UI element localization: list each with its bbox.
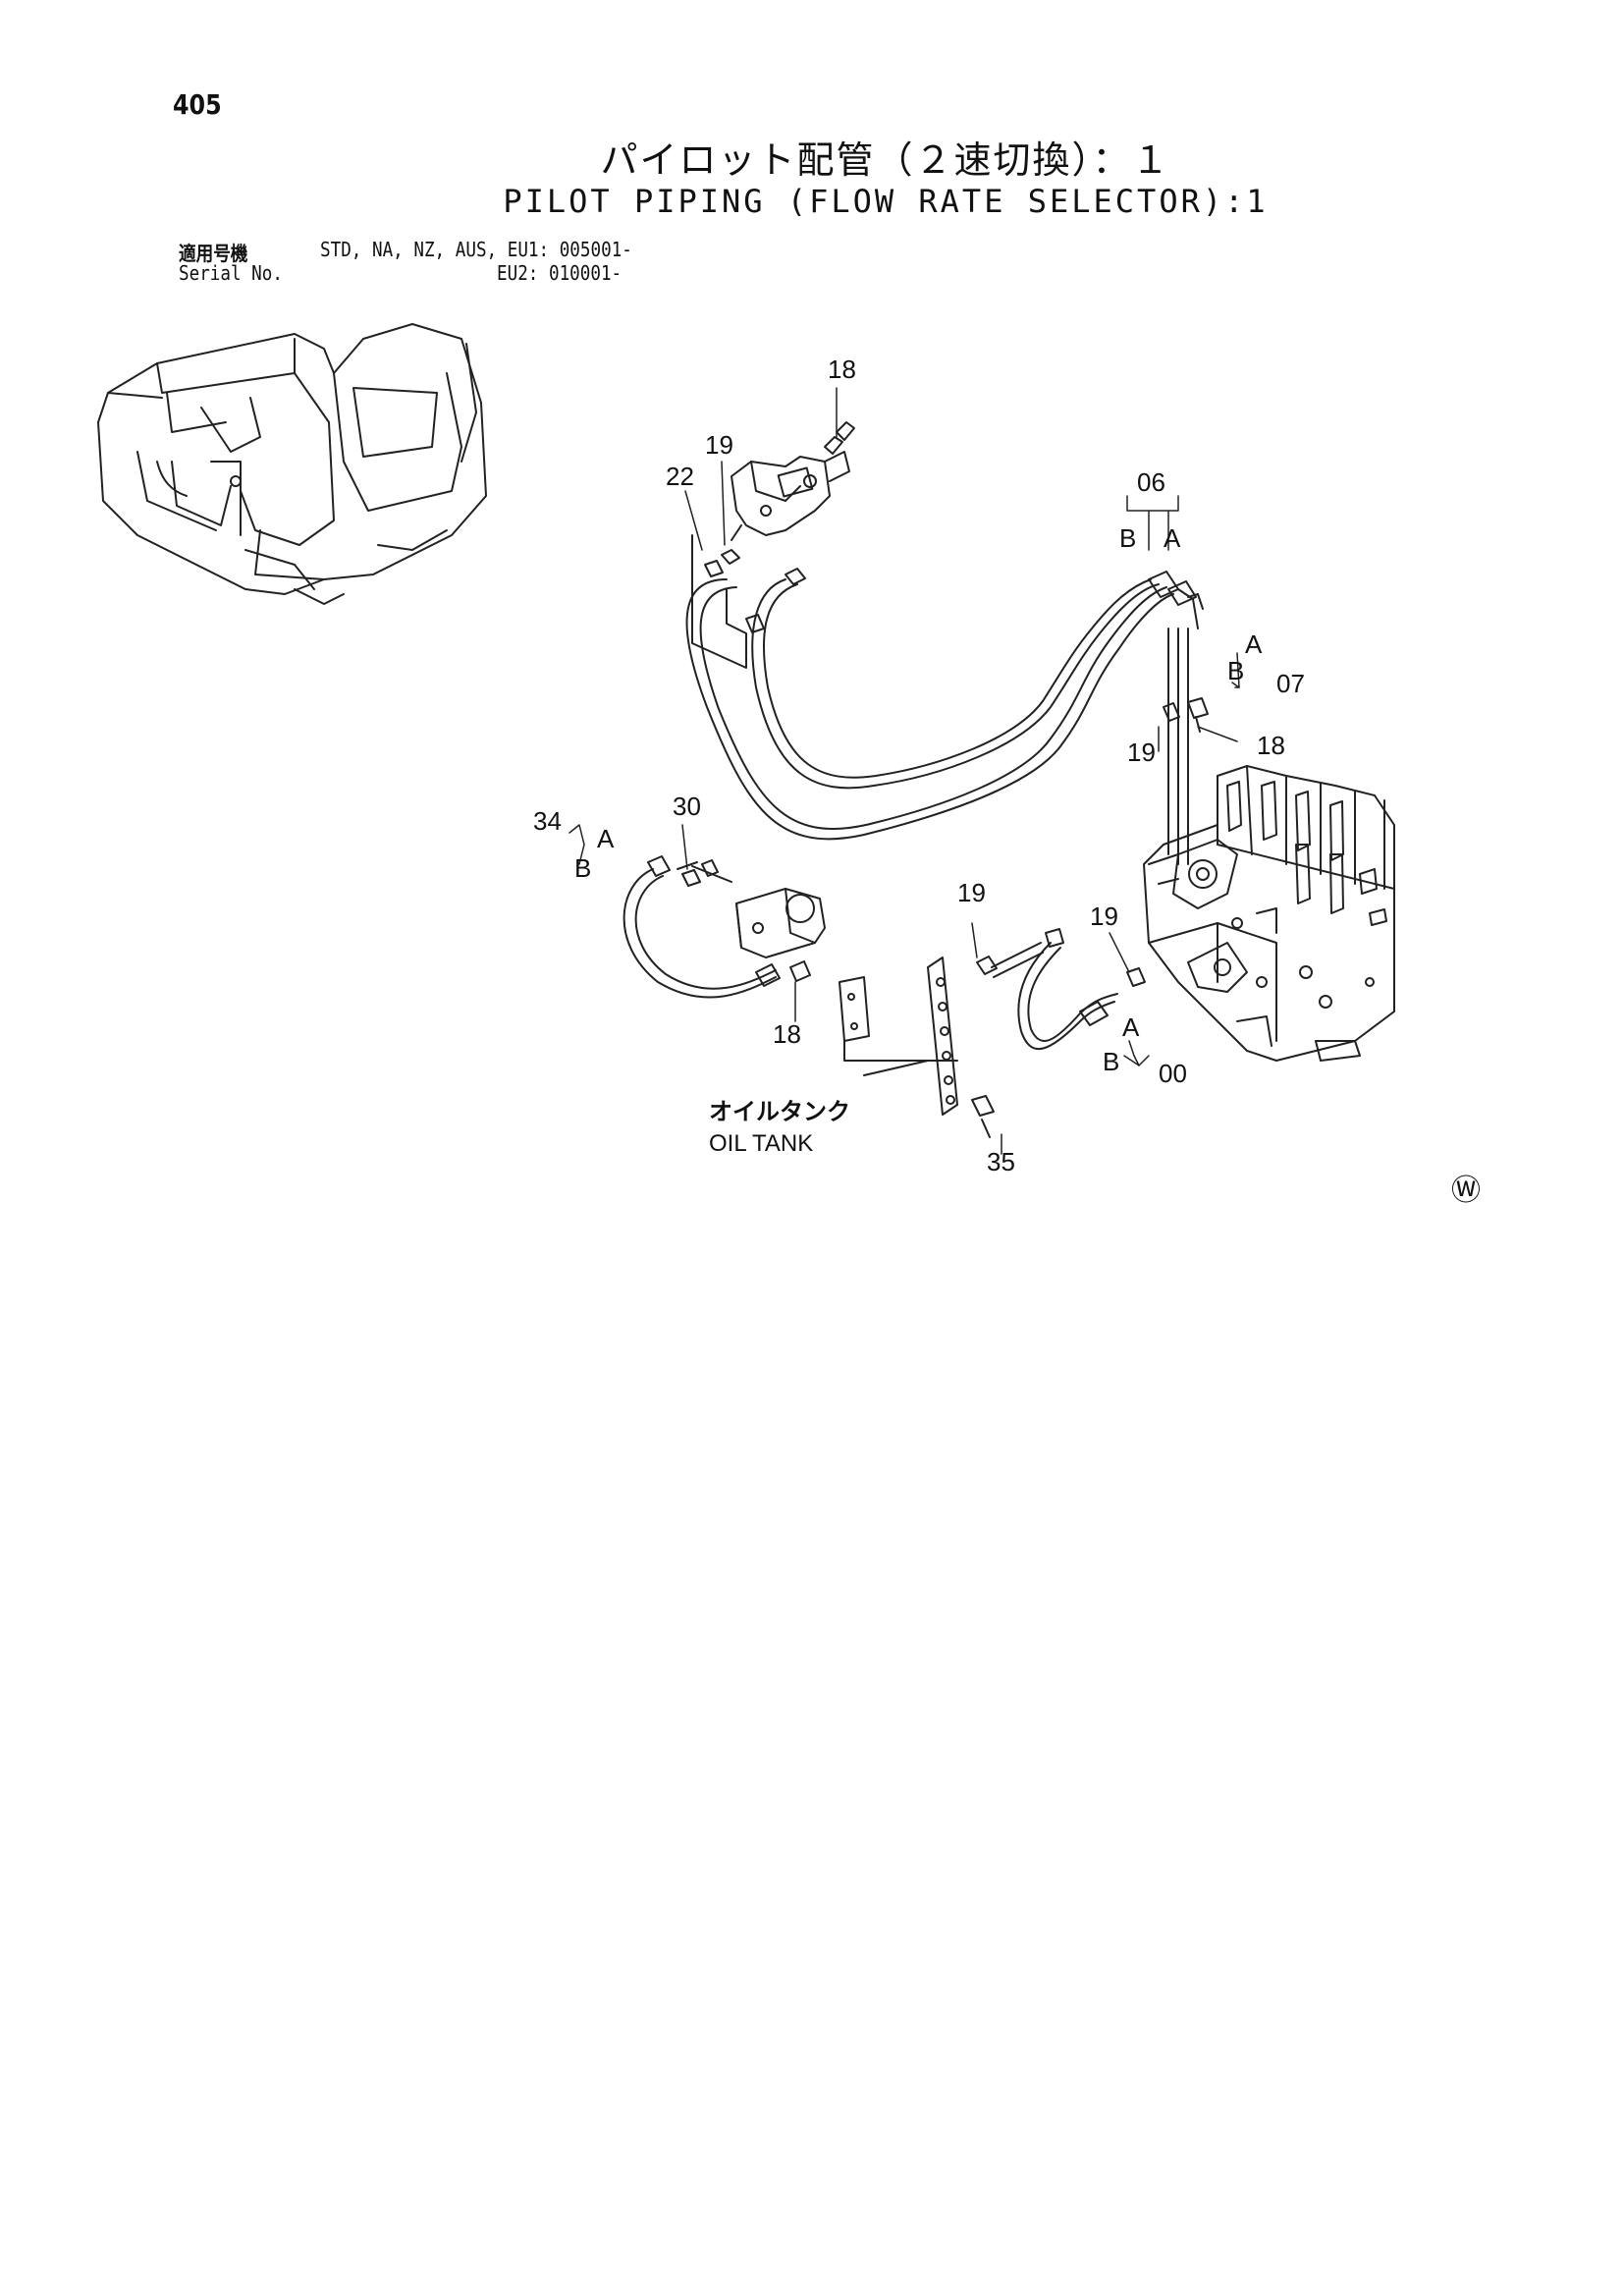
callout-22: 22	[666, 462, 694, 491]
serial-label-en: Serial No.	[179, 261, 283, 285]
watermark-w: Ⓦ	[1451, 1175, 1481, 1207]
fitting-19-low-left	[976, 956, 998, 975]
serial-line-2: EU2: 010001-	[497, 261, 623, 285]
fitting-19-mid	[1163, 702, 1180, 722]
fitting-top-right	[785, 568, 806, 585]
callout-00-A: A	[1122, 1012, 1140, 1042]
callout-19-low-left: 19	[957, 878, 986, 907]
callout-07-A: A	[1245, 629, 1263, 659]
callout-18-mid: 18	[1257, 731, 1285, 760]
oil-tank-label-jp: オイルタンク	[709, 1099, 850, 1125]
callout-00-B: B	[1103, 1047, 1119, 1076]
fitting-22	[704, 560, 724, 577]
callout-35: 35	[987, 1147, 1015, 1176]
fitting-19-low-right	[1126, 967, 1146, 987]
serial-line-1: STD, NA, NZ, AUS, EU1: 005001-	[320, 238, 632, 261]
title-japanese: パイロット配管（２速切換）：１	[600, 138, 1171, 182]
fitting-18-low	[789, 960, 811, 982]
callout-34: 34	[533, 806, 562, 836]
hose-34	[623, 855, 781, 999]
fitting-19-top	[721, 549, 740, 565]
hose-pair-long	[685, 578, 1174, 841]
fitting-35	[971, 1095, 995, 1117]
callout-06-B: B	[1119, 523, 1136, 553]
oil-tank-plate	[927, 957, 958, 1116]
fitting-18-mid	[1187, 697, 1209, 719]
callout-00: 00	[1159, 1059, 1187, 1088]
serial-label-jp: 適用号機	[179, 242, 248, 265]
callout-07-B: B	[1227, 656, 1244, 685]
hose-00	[1017, 928, 1118, 1051]
callout-07: 07	[1276, 669, 1305, 698]
solenoid-valve-top	[731, 421, 855, 541]
excavator-cab-illustration	[97, 323, 487, 605]
callout-30: 30	[673, 792, 701, 821]
control-valve	[1143, 765, 1395, 1062]
callout-19-mid: 19	[1127, 738, 1156, 767]
callout-19-low-right: 19	[1090, 902, 1118, 931]
callout-18-top: 18	[828, 355, 856, 384]
page-number: 405	[173, 88, 222, 121]
bracket-top	[691, 534, 747, 669]
callout-34-B: B	[574, 853, 591, 883]
oil-tank-label-en: OIL TANK	[709, 1130, 813, 1157]
callout-18-low: 18	[773, 1019, 801, 1049]
callout-19-top: 19	[705, 430, 733, 460]
solenoid-block-30	[735, 888, 826, 958]
bracket-small	[839, 976, 870, 1042]
callout-06: 06	[1137, 467, 1165, 497]
callout-06-A: A	[1164, 523, 1181, 553]
callout-34-A: A	[597, 824, 615, 853]
title-english: PILOT PIPING (FLOW RATE SELECTOR):1	[503, 183, 1269, 220]
